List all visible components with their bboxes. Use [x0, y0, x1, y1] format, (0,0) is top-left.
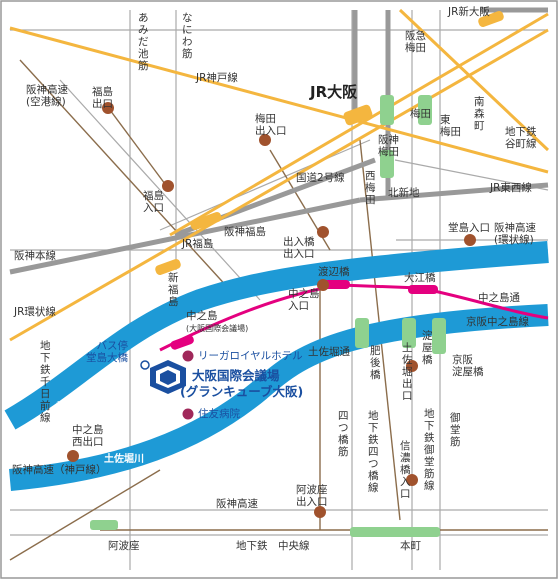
- station-jr-fukushima: JR福島: [182, 238, 214, 250]
- station-jr-shin-osaka: JR新大阪: [448, 6, 490, 18]
- venue-name: 大阪国際会議場: [192, 368, 280, 383]
- station-jr-osaka: JR大阪: [310, 83, 358, 101]
- road-hanshin-kosoku: 阪神高速: [216, 498, 258, 510]
- tosabori-river: [9, 304, 549, 491]
- exit-markers: [67, 102, 476, 518]
- rihga-marker: [182, 350, 194, 362]
- station-hankyu-umeda: 阪急 梅田: [405, 30, 426, 54]
- line-yotsubashi: 地 下 鉄 四 つ 橋 線: [368, 410, 379, 494]
- poi-rihga: リーガロイヤルホテル: [198, 350, 303, 362]
- exit-tosabori: 土 佐 堀 出 口: [402, 342, 413, 402]
- station-yodoyabashi: 淀 屋 橋: [422, 330, 433, 366]
- dojima-river: [4, 241, 549, 430]
- station-hanshin-fukushima: 阪神福島: [224, 226, 266, 238]
- station-umeda: 梅田: [410, 108, 431, 120]
- road-hanshin-kosoku-left: 阪神高速 (空港線): [26, 84, 68, 108]
- exit-umeda: 梅田 出入口: [255, 113, 287, 137]
- station-keihan-yodoyabashi: 京阪 淀屋橋: [452, 354, 484, 378]
- road-nakanoshima-dori: 中之島通: [478, 292, 520, 304]
- line-tanimachi: 地下鉄 谷町線: [505, 126, 537, 150]
- poi-sumitomo: 住友病院: [198, 408, 240, 420]
- station-nakanoshima-sub: (大阪国際会議場): [186, 324, 249, 333]
- venue-logo: [150, 360, 186, 394]
- station-hommachi: 本町: [400, 540, 421, 552]
- line-chiyozaki: 地 下 鉄 千 日 前 線: [40, 340, 51, 424]
- road-naniwa: な に わ 筋: [182, 12, 193, 60]
- road-yotsubashi: 四 つ 橋 筋: [338, 410, 349, 458]
- line-jr-tozai: JR東西線: [490, 182, 532, 194]
- keihan-nakanoshima: [170, 335, 194, 350]
- station-higashi-umeda: 東 梅田: [440, 114, 461, 138]
- keihan-oebashi: [408, 285, 438, 294]
- bus-stop-dojima: バス停 堂島大橋: [86, 340, 128, 364]
- exit-fukushima: 福島 出口: [92, 86, 113, 110]
- station-nakanoshima: 中之島: [186, 310, 218, 322]
- station-oebashi: 大江橋: [404, 272, 436, 284]
- station-blocks: [90, 95, 446, 537]
- entrance-fukushima: 福島 入口: [143, 190, 164, 214]
- road-dojima-entrance: 堂島入口: [448, 222, 490, 234]
- station-nishi-umeda: 西 梅 田: [365, 170, 376, 206]
- road-kokudo2: 国道2号線: [296, 172, 345, 184]
- line-hanshin-main: 阪神本線: [14, 250, 56, 262]
- station-watanabebashi: 渡辺橋: [318, 266, 350, 278]
- road-hanshin-kosoku-kobe: 阪神高速（神戸線）: [12, 464, 107, 476]
- exit-awaza: 阿波座 出入口: [296, 484, 328, 508]
- bus-stop-marker: [140, 360, 150, 370]
- station-hanshin-umeda: 阪神 梅田: [378, 134, 399, 158]
- road-hanshin-kosoku-ring: 阪神高速 (環状線): [494, 222, 536, 246]
- station-minami-morimachi: 南 森 町: [474, 96, 485, 132]
- line-midosuji: 地 下 鉄 御 堂 筋 線: [424, 408, 435, 492]
- jr-lines: [9, 8, 550, 342]
- exit-nakanoshima-nishi: 中之島 西出口: [72, 424, 104, 448]
- station-awaza: 阿波座: [108, 540, 140, 552]
- roads: [10, 10, 549, 570]
- station-higobashi: 肥 後 橋: [370, 345, 381, 381]
- line-chuo: 地下鉄 中央線: [236, 540, 310, 552]
- entrance-shinanobashi: 信 濃 橋 入 口: [400, 440, 411, 500]
- road-amida: あ み だ 池 筋: [138, 12, 149, 72]
- station-shin-fukushima: 新 福 島: [168, 272, 179, 308]
- venue-subname: (グランキューブ大阪): [180, 384, 304, 399]
- station-kitashinchi: 北新地: [388, 187, 420, 199]
- road-tosabori-dori: 土佐堀通: [308, 346, 350, 358]
- entrance-nakanoshima: 中之島 入口: [288, 288, 320, 312]
- line-jr-loop: JR環状線: [14, 306, 56, 318]
- exit-demimachi: 出入橋 出入口: [283, 236, 315, 260]
- sumitomo-marker: [182, 408, 194, 420]
- road-midosuji: 御 堂 筋: [450, 412, 461, 448]
- line-keihan-nakanoshima: 京阪中之島線: [466, 316, 529, 328]
- jr-station-blocks: [155, 10, 504, 276]
- river-tosabori-label: 土佐堀川: [104, 454, 144, 465]
- river-dojima-label: 堂島川: [56, 402, 86, 413]
- line-jr-kobe: JR神戸線: [196, 72, 238, 84]
